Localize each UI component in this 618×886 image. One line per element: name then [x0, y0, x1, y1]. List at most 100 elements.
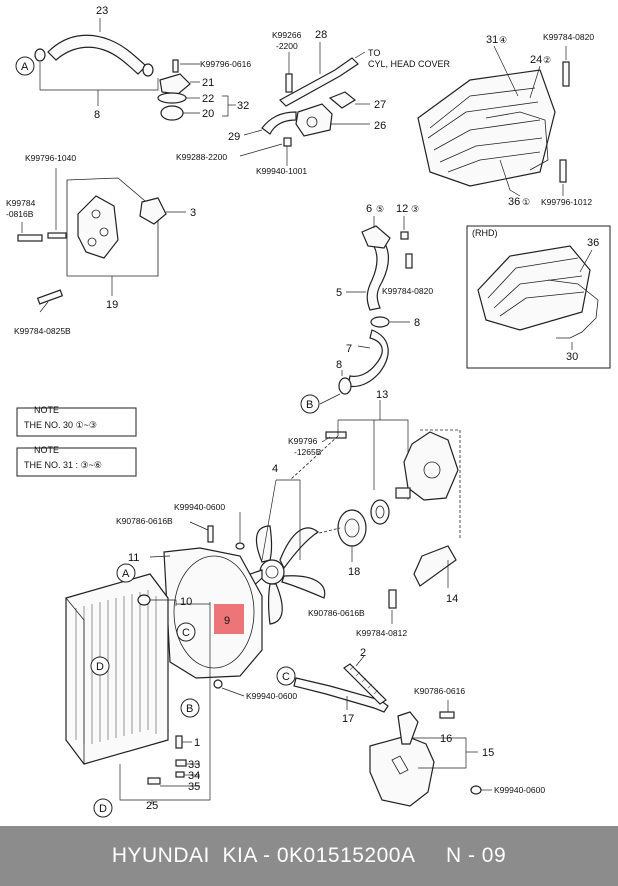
hose-clamp: [34, 48, 46, 62]
reservoir-tank-15: [369, 735, 435, 807]
ref-a-label-2: A: [122, 568, 130, 580]
highlight-part-9: [214, 604, 244, 634]
bracket-16-15: [412, 737, 467, 769]
bracket-14: [413, 545, 457, 587]
leader-line: [579, 249, 593, 273]
label-14: 14: [446, 593, 458, 605]
pulley-center: [375, 505, 385, 519]
code-k90786-0616b-b: K90786-0616B: [308, 608, 365, 618]
fan-shroud-11: [163, 547, 263, 679]
circled-5: ⑤: [376, 204, 384, 214]
label-33: 33: [188, 759, 200, 771]
overflow-hose-17: [293, 677, 389, 713]
rhd-engine: [477, 245, 591, 331]
label-6: 6: [366, 203, 372, 215]
ref-circle-d: [90, 656, 110, 676]
code-k99784-0812: K99784-0812: [356, 628, 407, 638]
bolt: [559, 159, 567, 183]
clamp-8: [338, 377, 352, 395]
ref-circle-b: [180, 698, 200, 718]
leader-line: [243, 129, 263, 136]
hose-clamp: [142, 63, 154, 77]
engine-contour: [429, 87, 536, 129]
cushion-34: [175, 771, 185, 778]
engine-contour: [493, 275, 583, 309]
leader-line: [221, 687, 245, 697]
leader-line: [493, 45, 519, 97]
engine-contour: [427, 101, 539, 139]
bolt: [562, 61, 570, 87]
code-2200: -2200: [276, 41, 298, 51]
code-1265b: -1265B: [294, 447, 322, 457]
radiator-cap: [137, 594, 151, 606]
ref-circle-c: [276, 666, 296, 686]
coolant-pipe-5: [366, 233, 389, 311]
footer-part-number-bar: HYUNDAI KIA - 0K01515200A N - 09: [0, 826, 618, 886]
bolt-12: [400, 231, 409, 240]
label-35: 35: [188, 781, 200, 793]
code-k99940-0600: K99940-0600: [174, 502, 225, 512]
nut: [213, 679, 223, 689]
water-pump: [77, 195, 119, 259]
bolt: [172, 59, 179, 73]
label-32: 32: [237, 100, 249, 112]
label-16: 16: [440, 733, 452, 745]
rhd-label: (RHD): [472, 228, 498, 238]
label-27: 27: [374, 99, 386, 111]
label-1: 1: [194, 737, 200, 749]
code-k99784-0820-b: K99784-0820: [382, 286, 433, 296]
bolt: [325, 431, 347, 439]
bracket-25: [119, 602, 211, 801]
leader-line: [499, 159, 521, 197]
water-pump-box: [66, 177, 159, 277]
leader-line: [354, 51, 366, 59]
engine-contour: [487, 257, 579, 299]
ref-circle-d: [93, 798, 113, 818]
thermostat-20: [160, 105, 184, 121]
pipe-flange-6: [361, 225, 391, 249]
leader-line: [261, 479, 277, 561]
hose-7: [347, 329, 389, 388]
label-34: 34: [188, 770, 200, 782]
label-30: 30: [566, 351, 578, 363]
code-k99288-2200: K99288-2200: [176, 152, 227, 162]
hose-2: [343, 663, 387, 705]
label-12: 12: [396, 203, 408, 215]
pump-shaft: [395, 487, 411, 499]
engine-contour: [499, 291, 585, 317]
bolt: [405, 253, 413, 269]
label-9: 9: [224, 615, 230, 627]
engine-contour: [439, 137, 543, 163]
label-17: 17: [342, 713, 354, 725]
gasket-3: [139, 197, 167, 225]
grommet-35: [147, 777, 161, 785]
label-19: 19: [106, 299, 118, 311]
to-label: TO: [368, 48, 380, 58]
code-k90786-0616b: K90786-0616B: [116, 516, 173, 526]
label-7: 7: [346, 343, 352, 355]
leader-line: [39, 301, 49, 313]
ref-circle-c: [176, 622, 196, 642]
pump-hub: [423, 461, 441, 479]
label-15: 15: [482, 747, 494, 759]
bolt: [207, 525, 214, 543]
bolt-hole: [91, 209, 101, 219]
code-k99784-0820: K99784-0820: [543, 32, 594, 42]
label-29: 29: [228, 131, 240, 143]
leader-line: [239, 143, 283, 157]
leader-line: [149, 555, 171, 558]
bolt: [439, 711, 455, 719]
code-k99940-1001: K99940-1001: [256, 166, 307, 176]
nut: [235, 542, 245, 550]
reservoir-cap-16: [397, 711, 419, 745]
drain-plug-1: [175, 735, 183, 749]
tank-detail: [391, 755, 409, 775]
label-2: 2: [360, 647, 366, 659]
ref-circle-b: [300, 394, 320, 414]
leader-line: [189, 521, 209, 531]
cooling-fan-4: [225, 525, 326, 625]
label-8-c: 8: [336, 359, 342, 371]
parts-diagram: 23 8 A K99796-0616 21 22 20 32 K99266 -2…: [6, 5, 611, 818]
bolt: [388, 589, 397, 609]
label-11: 11: [128, 552, 139, 564]
